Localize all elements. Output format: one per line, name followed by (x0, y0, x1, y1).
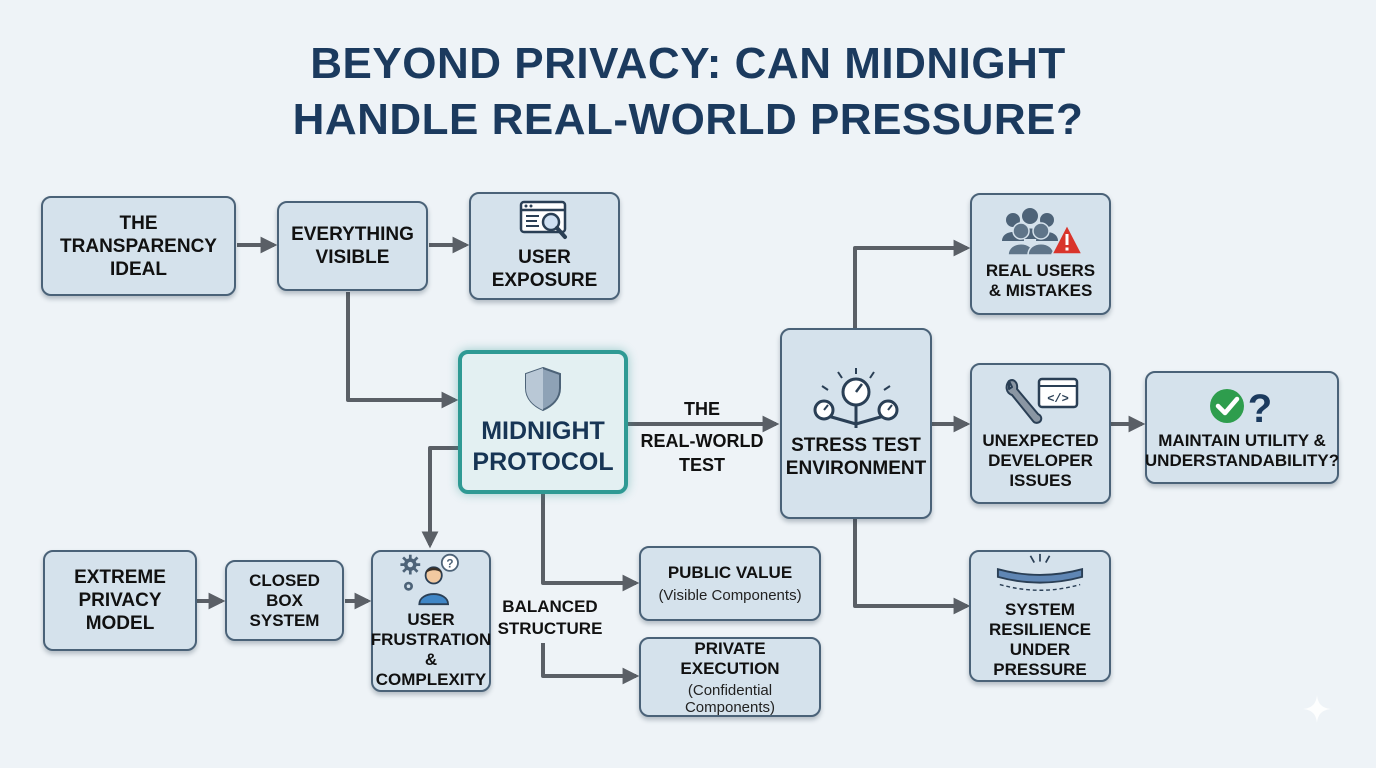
node-subtext: (Confidential (687, 681, 773, 699)
node-text: PROTOCOL (472, 448, 614, 476)
node-text: THE (119, 212, 158, 234)
node-public-value: PUBLIC VALUE (Visible Components) (639, 546, 821, 621)
node-text: MIDNIGHT (481, 417, 605, 445)
node-text: FRUSTRATION (370, 630, 492, 649)
node-transparency-ideal: THE TRANSPARENCY IDEAL (41, 196, 236, 296)
node-closed-box-system: CLOSED BOX SYSTEM (225, 560, 344, 641)
node-text: RESILIENCE (988, 620, 1092, 639)
node-subtext: Components) (684, 698, 776, 716)
arrow-stress-to-resilience (853, 518, 971, 615)
node-text: IDEAL (110, 258, 167, 280)
node-text: MODEL (85, 613, 155, 634)
check-question-icon: ? (1210, 387, 1272, 427)
node-text: ENVIRONMENT (785, 457, 927, 479)
node-text: USER (518, 247, 571, 268)
user-group-warning-icon (1001, 208, 1083, 256)
node-text: UNEXPECTED (982, 430, 1099, 450)
node-text: PUBLIC VALUE (667, 563, 793, 582)
node-text: PRIVATE EXECUTION (680, 638, 780, 678)
node-text: EVERYTHING (291, 224, 414, 245)
svg-text:</>: </> (1047, 392, 1069, 406)
node-extreme-privacy-model: EXTREME PRIVACY MODEL (43, 550, 197, 651)
node-text: REAL USERS (985, 261, 1096, 280)
real-world-test-label: THE REAL-WORLD TEST (632, 397, 772, 477)
node-midnight-protocol: MIDNIGHT PROTOCOL (458, 350, 628, 494)
svg-text:?: ? (1248, 387, 1272, 427)
node-everything-visible: EVERYTHING VISIBLE (277, 201, 428, 291)
sparkle-icon (1303, 695, 1331, 723)
node-text: PRIVACY (78, 590, 162, 611)
node-text: & COMPLEXITY (375, 650, 487, 689)
node-real-users-mistakes: REAL USERS & MISTAKES (970, 193, 1111, 315)
node-private-execution: PRIVATE EXECUTION (Confidential Componen… (639, 637, 821, 717)
title-line-2: HANDLE REAL-WORLD PRESSURE? (292, 95, 1084, 144)
node-text: CLOSED BOX (249, 570, 320, 610)
label-text: TEST (678, 455, 725, 475)
arrow-stress-to-real-users (853, 239, 971, 328)
node-text: EXPOSURE (491, 270, 598, 291)
node-system-resilience: SYSTEM RESILIENCE UNDER PRESSURE (969, 550, 1111, 682)
pressure-gauges-icon (813, 367, 899, 428)
wrench-code-icon: </> (1005, 377, 1078, 424)
node-text: SYSTEM (249, 610, 320, 630)
node-text: UNDERSTANDABILITY? (1144, 450, 1340, 470)
diagram-title: BEYOND PRIVACY: CAN MIDNIGHT HANDLE REAL… (0, 36, 1376, 148)
node-text: EXTREME (74, 567, 166, 588)
node-text: TRANSPARENCY (60, 235, 217, 257)
shield-icon (525, 366, 561, 412)
arrow-midnight-to-public (541, 494, 640, 592)
node-text: SYSTEM (1005, 600, 1075, 619)
label-text: THE (684, 399, 720, 419)
node-user-frustration: ? USER FRUSTRATION & COMPLEXITY (371, 550, 491, 692)
svg-text:?: ? (446, 557, 453, 570)
label-text: BALANCED (502, 597, 598, 616)
node-subtext: (Visible Components) (658, 587, 802, 604)
arrow-visible-to-midnight (346, 292, 459, 409)
node-text: & MISTAKES (988, 281, 1093, 300)
node-text: UNDER PRESSURE (993, 640, 1087, 679)
arrow-balanced-to-private (541, 643, 640, 685)
label-text: STRUCTURE (497, 619, 603, 638)
node-stress-test-environment: STRESS TEST ENVIRONMENT (780, 328, 932, 519)
browser-magnifier-icon (519, 200, 567, 239)
node-text: VISIBLE (315, 247, 390, 268)
arrow-midnight-to-frustration (421, 446, 458, 549)
balanced-structure-label: BALANCED STRUCTURE (492, 596, 608, 640)
node-maintain-utility: ? MAINTAIN UTILITY & UNDERSTANDABILITY? (1145, 371, 1339, 484)
node-text: STRESS TEST (791, 434, 921, 456)
bending-beam-icon (996, 553, 1084, 591)
node-text: ISSUES (1009, 470, 1072, 490)
node-user-exposure: USER EXPOSURE (469, 192, 620, 300)
node-unexpected-developer-issues: </> UNEXPECTED DEVELOPER ISSUES (970, 363, 1111, 504)
node-text: MAINTAIN UTILITY & (1158, 430, 1326, 450)
title-line-1: BEYOND PRIVACY: CAN MIDNIGHT (310, 39, 1066, 88)
label-text: REAL-WORLD (640, 431, 764, 451)
node-text: USER (407, 610, 455, 629)
node-text: DEVELOPER (988, 450, 1093, 470)
confused-user-gears-icon: ? (400, 553, 459, 606)
